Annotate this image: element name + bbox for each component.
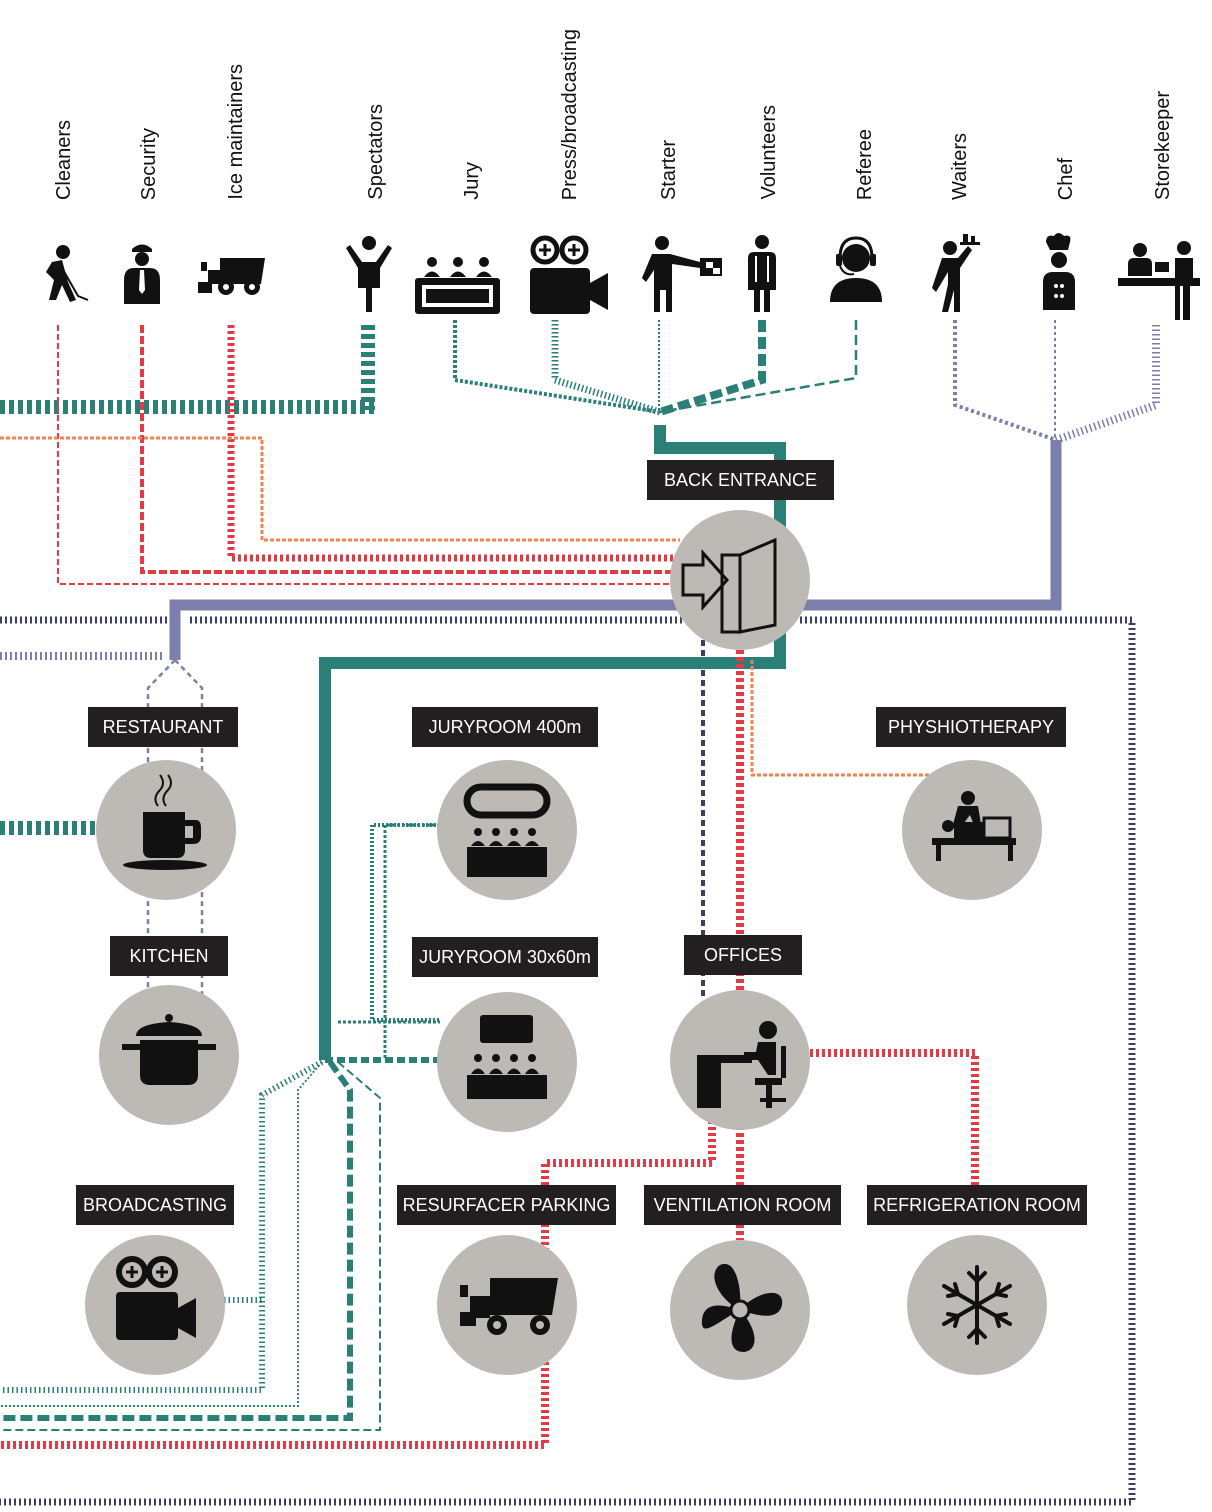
tag-kitchen: KITCHEN [110,936,228,976]
role-label: Starter [658,139,680,200]
role-label: Volunteers [758,105,780,200]
route-orange-physio [750,660,930,777]
role-label: Storekeeper [1152,91,1174,200]
security-guard-icon [124,244,160,304]
role-jury: Jury [452,0,492,200]
role-label: Press/broadcasting [559,28,581,200]
route-navy-outer [0,616,1136,1506]
volunteer-vest-icon [748,235,776,312]
route-red-parking [0,1115,716,1449]
role-label: Cleaners [53,119,75,200]
snowflake-icon [942,1265,1012,1345]
route-broadcast-3 [0,1060,353,1421]
route-volunteers [658,320,766,416]
role-label: Waiters [949,132,971,200]
route-lavender-main [169,440,1062,660]
film-camera-icon-room [116,1256,196,1340]
route-broadcast-2 [0,1061,323,1407]
route-waiters [953,320,1057,442]
role-label: Ice maintainers [225,64,247,200]
route-referee [659,320,858,414]
waiter-tray-icon [932,234,980,312]
tag-broadcasting: BROADCASTING [76,1185,234,1225]
role-label: Spectators [365,104,387,200]
route-jury [453,320,661,414]
role-spectators: Spectators [356,0,396,200]
role-security: Security [129,0,169,200]
jury-table-icon [463,783,551,877]
role-label: Security [138,127,160,200]
route-press [551,320,662,416]
tag-juryroom-30: JURYROOM 30x60m [412,937,598,977]
route-lines [0,320,1160,1506]
jury-desk-icon [415,257,500,314]
ice-resurfacer-icon-room [460,1278,558,1335]
role-ice-maintainers: Ice maintainers [216,0,256,200]
door-entrance-icon [681,537,777,634]
role-storekeeper: Storekeeper [1143,0,1183,200]
coffee-cup-icon [123,774,207,870]
tag-refrigeration-room: REFRIGERATION ROOM [867,1185,1087,1225]
role-label: Referee [854,128,876,200]
role-waiters: Waiters [940,0,980,200]
role-label: Chef [1055,157,1077,200]
node-juryroom-400 [437,760,577,900]
route-jury-30 [383,823,440,1060]
jury-screen-icon [467,1015,547,1099]
route-orange [0,436,680,542]
storekeeper-counter-icon [1118,241,1200,320]
cooking-pot-icon [122,1014,216,1085]
route-storekeeper [1054,325,1160,444]
role-starter: Starter [649,0,689,200]
route-cleaners [57,325,680,585]
route-teal-spectators [0,325,378,414]
office-desk-icon [697,1021,786,1108]
role-referee: Referee [845,0,885,200]
node-juryroom-30 [437,992,577,1132]
spectator-icon [346,236,392,312]
route-broadcast-4 [0,1061,381,1431]
ice-resurfacer-icon [198,258,265,295]
tag-restaurant: RESTAURANT [88,707,238,747]
role-press-broadcasting: Press/broadcasting [550,0,590,200]
role-cleaners: Cleaners [44,0,84,200]
film-camera-icon [530,235,608,314]
route-jury-400 [370,823,440,1022]
tag-resurfacer-parking: RESURFACER PARKING [397,1185,616,1225]
tag-juryroom-400: JURYROOM 400m [412,707,598,747]
starter-flag-icon [642,236,722,312]
tag-offices: OFFICES [684,935,802,975]
massage-table-icon [932,791,1016,861]
role-chef: Chef [1046,0,1086,200]
tag-physiotherapy: PHYSHIOTHERAPY [876,707,1066,747]
route-ice [227,325,680,562]
tag-ventilation-room: VENTILATION ROOM [644,1185,841,1225]
fan-icon [701,1263,783,1352]
route-red-refrig [810,1049,979,1200]
chef-hat-icon [1043,233,1075,310]
route-security [140,325,680,574]
role-volunteers: Volunteers [749,0,789,200]
referee-headset-icon [830,236,882,302]
role-label: Jury [461,162,483,200]
tag-back-entrance: BACK ENTRANCE [647,460,834,500]
cleaner-icon [46,245,89,302]
